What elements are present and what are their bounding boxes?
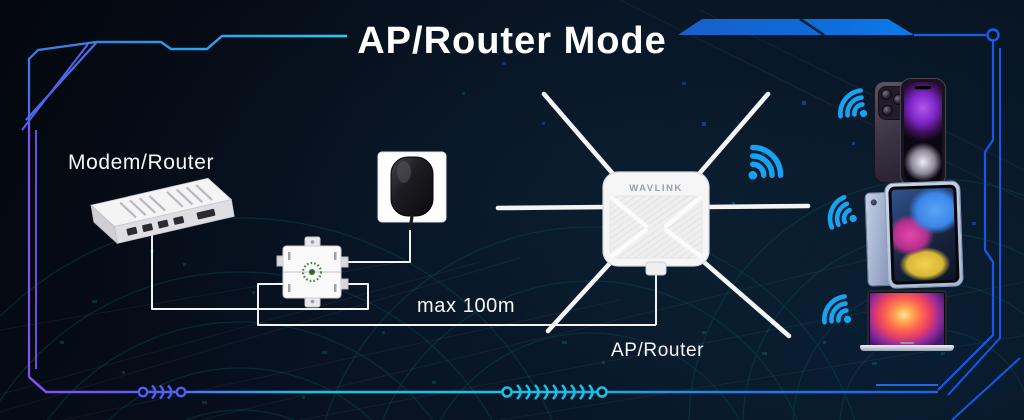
tablet-illustration	[864, 180, 964, 293]
laptop-base	[860, 341, 954, 351]
tablet-screen	[884, 180, 964, 289]
wire-injector-to-ap	[257, 283, 656, 326]
laptop-screen	[867, 290, 947, 345]
modem-router-label: Modem/Router	[68, 151, 215, 174]
tablet-camera-icon	[870, 199, 877, 206]
laptop-illustration	[860, 290, 954, 354]
wifi-signal-icon	[826, 195, 863, 235]
circuit-decoration-bottom	[28, 376, 938, 400]
wifi-signal-icon	[819, 292, 860, 334]
bottom-arrow-decoration-middle	[501, 384, 608, 400]
ap-router-illustration: WAVLINK	[495, 91, 811, 339]
ap-brand-logo: WAVLINK	[629, 183, 683, 194]
power-adapter-illustration	[377, 151, 447, 231]
wire-adapter-to-injector	[344, 230, 411, 263]
max-distance-label: max 100m	[417, 295, 516, 317]
wifi-signal-icon	[736, 142, 786, 192]
ethernet-wires	[151, 230, 657, 326]
smartphone-screen	[900, 78, 946, 186]
circuit-decoration-top-right	[678, 17, 1021, 420]
smartphone-illustration	[874, 78, 946, 186]
wire-modem-to-injector	[151, 232, 369, 310]
smartphone-notch	[914, 85, 932, 90]
modem-router-illustration	[90, 177, 235, 245]
poe-injector-illustration	[276, 236, 349, 308]
bottom-arrow-decoration-left	[137, 384, 187, 400]
page-title: AP/Router Mode	[357, 20, 667, 62]
circuit-decoration-top-left	[21, 34, 347, 377]
wifi-signal-icon	[835, 86, 876, 128]
ap-router-label: AP/Router	[611, 340, 705, 361]
